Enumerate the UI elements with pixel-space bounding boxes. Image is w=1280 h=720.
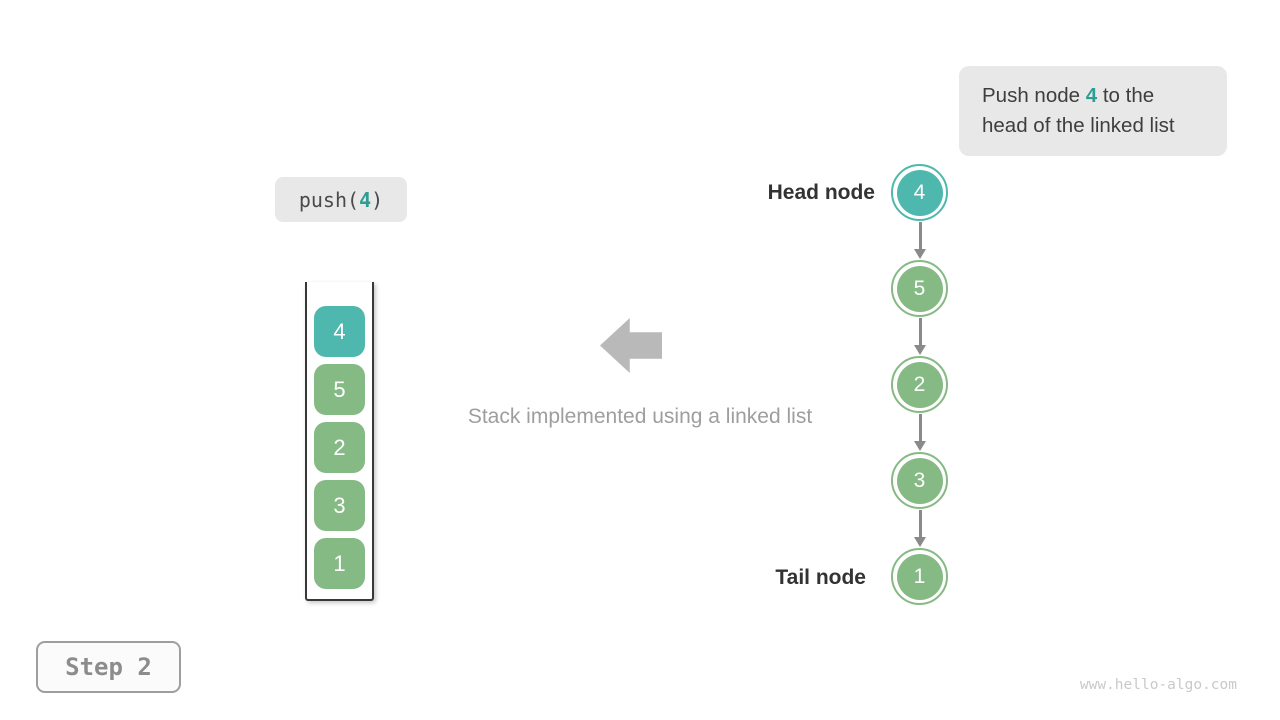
linked-list-node-value: 5 [896,265,943,312]
code-after: ) [371,187,384,212]
linked-list-node-value: 1 [896,553,943,600]
callout-text-line2: head of the linked list [982,114,1175,137]
down-arrow-icon [913,414,927,451]
stack-box: 4 [314,306,365,357]
left-arrow-icon [600,318,662,373]
linked-list-node: 2 [891,356,948,413]
tail-node-label: Tail node [775,566,866,589]
linked-list-node: 3 [891,452,948,509]
linked-list-node: 5 [891,260,948,317]
head-node-label: Head node [767,181,875,204]
stack-box: 1 [314,538,365,589]
watermark: www.hello-algo.com [1079,677,1237,693]
stack-container: 4 5 2 3 1 [305,282,374,601]
callout-highlight-value: 4 [1085,84,1098,107]
linked-list-node: 4 [891,164,948,221]
down-arrow-icon [913,510,927,547]
linked-list-node-value: 3 [896,457,943,504]
down-arrow-icon [913,318,927,355]
step-badge: Step 2 [36,641,181,693]
stack-box: 2 [314,422,365,473]
code-value: 4 [359,187,372,212]
callout-text-line1-before: Push node [982,84,1086,107]
down-arrow-icon [913,222,927,259]
operation-code-chip: push(4) [275,177,407,222]
stack-box: 3 [314,480,365,531]
diagram-caption: Stack implemented using a linked list [467,405,813,428]
callout-text-line1-after: to the [1097,84,1155,107]
stack-box: 5 [314,364,365,415]
linked-list-node: 1 [891,548,948,605]
code-before: push( [298,187,360,212]
callout-box: Push node 4 to the head of the linked li… [959,66,1227,156]
linked-list-node-value: 4 [896,169,943,216]
linked-list-node-value: 2 [896,361,943,408]
